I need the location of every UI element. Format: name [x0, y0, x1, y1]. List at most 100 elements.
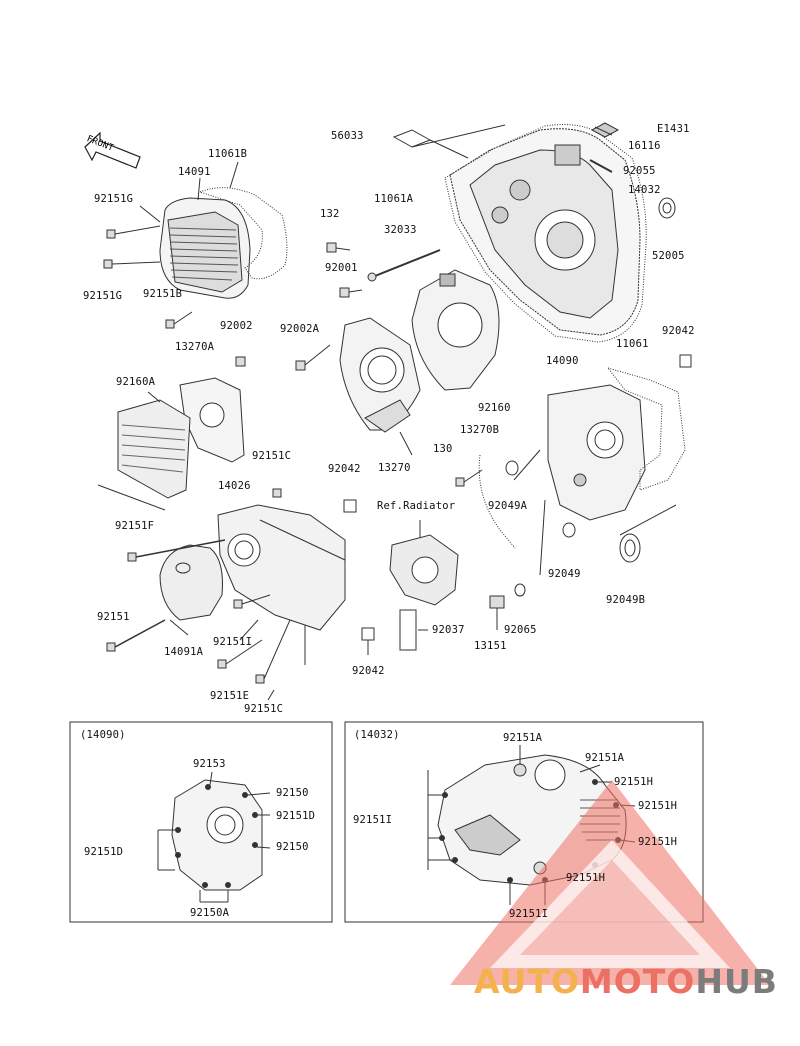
dowel-92042	[679, 354, 692, 368]
label-130: 130	[433, 443, 453, 455]
inset-title-14032: (14032)	[354, 729, 400, 741]
label-92160A: 92160A	[116, 376, 156, 388]
bolt-130	[455, 469, 483, 487]
bolt-132	[326, 242, 351, 253]
label-b1-92150A: 92150A	[190, 907, 230, 919]
inset-title-14090: (14090)	[80, 729, 126, 741]
label-b2-92151I-b: 92151I	[509, 908, 549, 920]
label-14091: 14091	[178, 166, 211, 178]
washer-92065	[514, 583, 526, 597]
watermark-part-moto: MOTO	[579, 962, 696, 1001]
cover-14026	[217, 504, 346, 631]
label-13151: 13151	[474, 640, 507, 652]
watermark-part-hub: HUB	[695, 962, 778, 1001]
label-b2-92151H-b: 92151H	[638, 800, 678, 812]
bolt-92151	[106, 619, 166, 652]
front-arrow-icon	[84, 131, 141, 169]
bolt-92151F	[127, 539, 226, 562]
label-14026: 14026	[218, 480, 251, 492]
label-b2-92151H-a: 92151H	[614, 776, 654, 788]
bolts-92151G	[103, 225, 193, 329]
watermark-part-auto: AUTO	[474, 962, 580, 1001]
label-b1-92151D-b: 92151D	[84, 846, 124, 858]
cover-14090	[547, 384, 646, 521]
label-92151: 92151	[97, 611, 130, 623]
label-13270B: 13270B	[460, 424, 500, 436]
sensor-13151	[489, 595, 505, 630]
label-92002: 92002	[220, 320, 253, 332]
pin-92055	[589, 159, 613, 173]
label-92151F: 92151F	[115, 520, 155, 532]
label-32033: 32033	[384, 224, 417, 236]
label-52005: 52005	[652, 250, 685, 262]
gasket-11061B	[198, 187, 288, 280]
label-b2-92151I-a: 92151I	[353, 814, 393, 826]
label-b1-92150-a: 92150	[276, 787, 309, 799]
label-11061: 11061	[616, 338, 649, 350]
diagram-code: E1431	[657, 123, 690, 135]
clutch-cover-14032	[449, 128, 641, 336]
label-92151G-a: 92151G	[94, 193, 134, 205]
inset-box-14090	[69, 721, 333, 923]
ring-92049	[562, 522, 576, 538]
dowel-92042-c	[361, 627, 375, 641]
label-92151E: 92151E	[210, 690, 250, 702]
label-b2-92151H-c: 92151H	[638, 836, 678, 848]
generator-cover-14091	[159, 197, 251, 299]
label-92002A: 92002A	[280, 323, 320, 335]
label-b1-92153: 92153	[193, 758, 226, 770]
seal-92049B	[619, 533, 641, 563]
label-92065: 92065	[504, 624, 537, 636]
label-92160: 92160	[478, 402, 511, 414]
label-56033: 56033	[331, 130, 364, 142]
label-b2-92151A-a: 92151A	[503, 732, 543, 744]
label-92037: 92037	[432, 624, 465, 636]
label-92151G-b: 92151G	[83, 290, 123, 302]
gasket-11061	[606, 367, 686, 491]
label-92151C: 92151C	[244, 703, 284, 715]
label-14032: 14032	[628, 184, 661, 196]
plate-16116	[590, 122, 620, 138]
gasket-13270B	[478, 454, 516, 549]
label-b2-92151A-b: 92151A	[585, 752, 625, 764]
long-bolt-32033	[367, 249, 441, 282]
label-14091A: 14091A	[164, 646, 204, 658]
label-11061A: 11061A	[374, 193, 414, 205]
plate-13270	[339, 317, 421, 433]
bolt-92151C-top	[272, 488, 282, 498]
label-11061B: 11061B	[208, 148, 248, 160]
label-92049: 92049	[548, 568, 581, 580]
label-92151I-a: 92151I	[213, 636, 253, 648]
bolt-92002A	[295, 344, 331, 371]
hose-92037	[399, 609, 417, 651]
dowel-92042-b	[343, 499, 357, 513]
label-92042-b: 92042	[328, 463, 361, 475]
label-92151C-top: 92151C	[252, 450, 292, 462]
bolts-92151I-E-C	[217, 594, 291, 684]
label-92151B: 92151B	[143, 288, 183, 300]
label-b2-92151H-d: 92151H	[566, 872, 606, 884]
water-pump	[389, 520, 459, 606]
gasket-11061A	[444, 124, 647, 343]
label-92042-a: 92042	[662, 325, 695, 337]
label-92049B: 92049B	[606, 594, 646, 606]
seal-52005	[658, 197, 676, 219]
label-14090: 14090	[546, 355, 579, 367]
bolt-92002	[235, 356, 246, 367]
label-16116: 16116	[628, 140, 661, 152]
label-b1-92150-b: 92150	[276, 841, 309, 853]
label-132: 132	[320, 208, 340, 220]
label-92001: 92001	[325, 262, 358, 274]
label-92042-c: 92042	[352, 665, 385, 677]
watermark-text: AUTOMOTOHUB	[474, 962, 778, 1001]
label-13270: 13270	[378, 462, 411, 474]
label-b1-92151D-a: 92151D	[276, 810, 316, 822]
label-92049A: 92049A	[488, 500, 528, 512]
bolt-92001	[339, 287, 363, 298]
label-ref-radiator: Ref.Radiator	[377, 500, 456, 512]
ring-92049A	[505, 460, 519, 476]
plate-92160	[411, 269, 500, 391]
label-92055: 92055	[623, 165, 656, 177]
